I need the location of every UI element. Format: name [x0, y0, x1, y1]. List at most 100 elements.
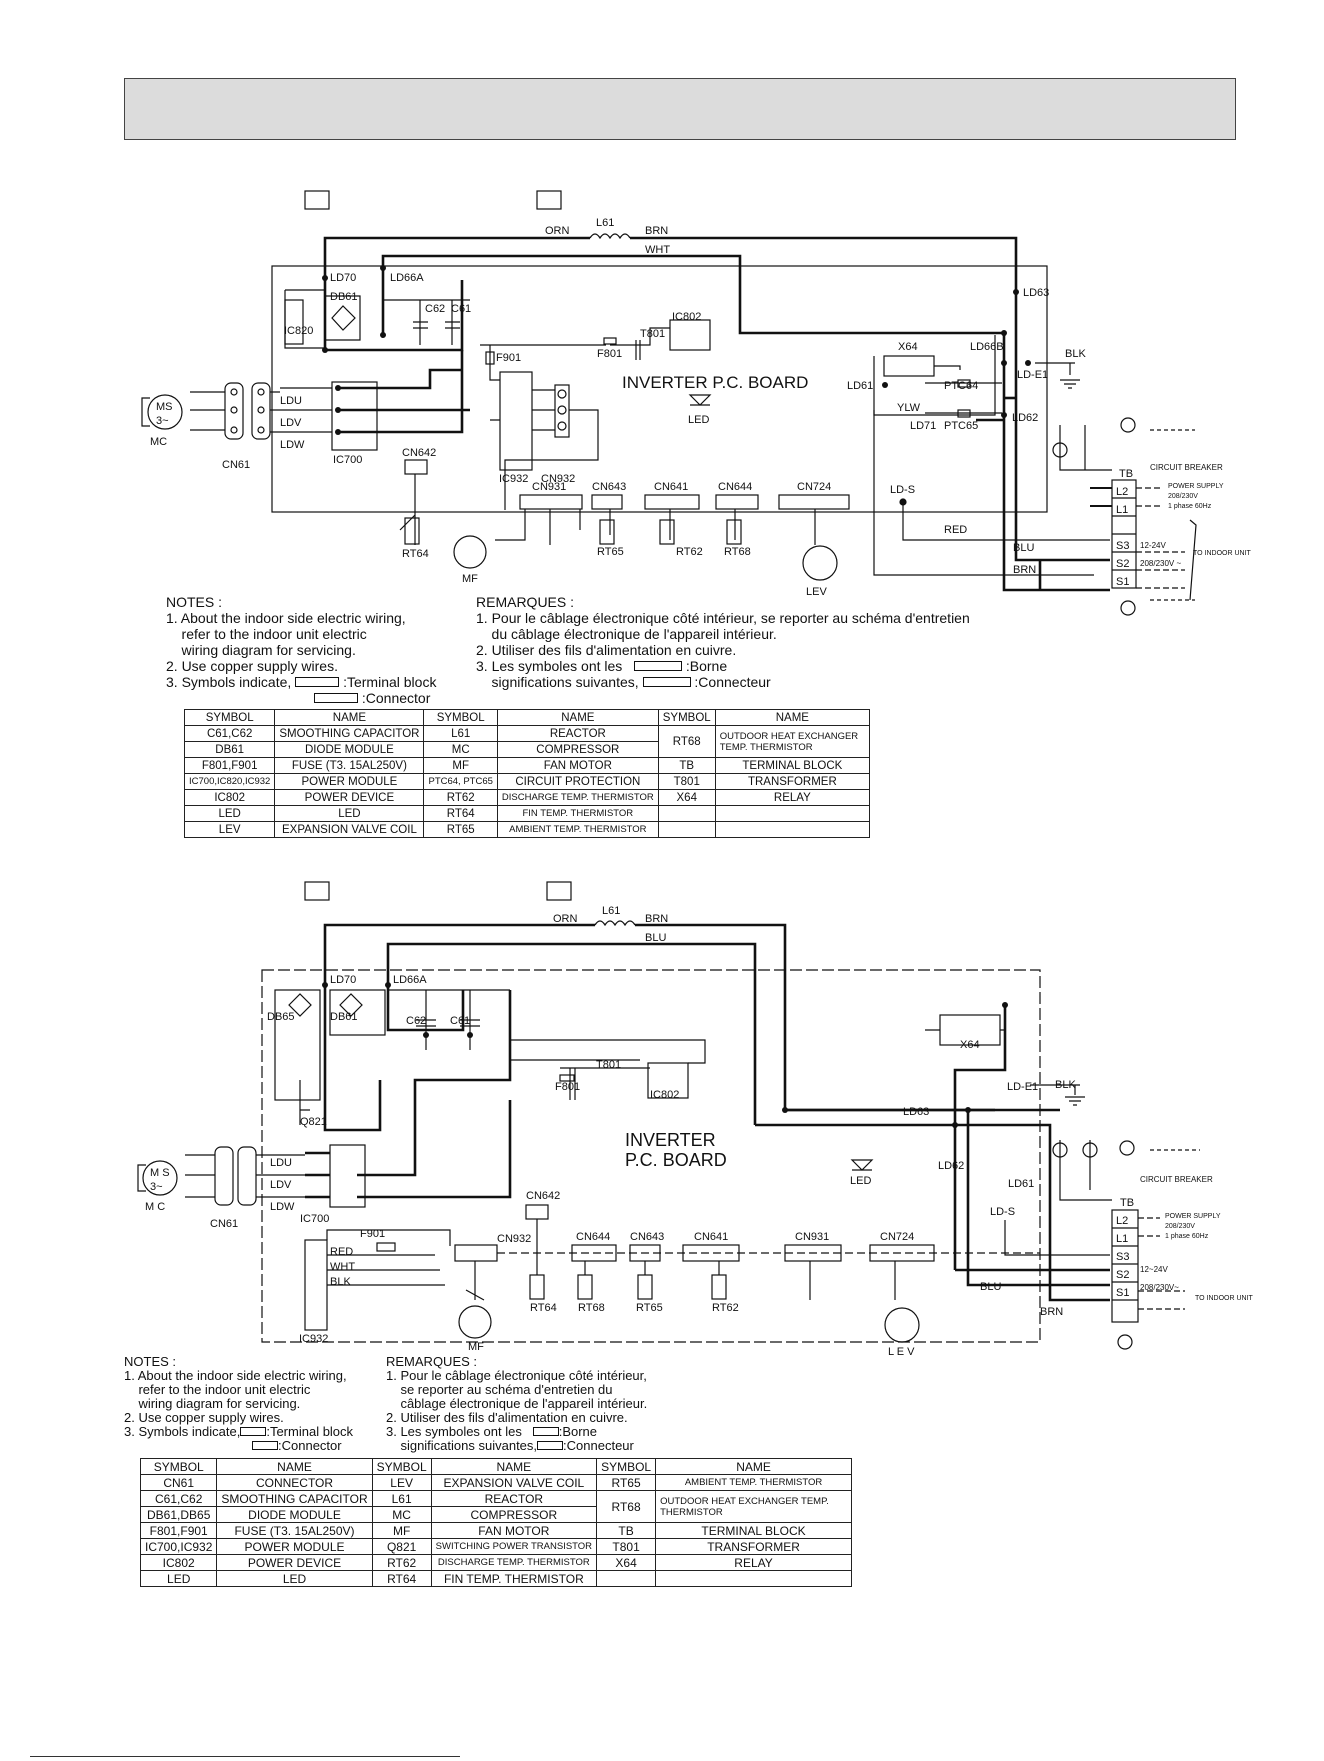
d2-label-power-supply: POWER SUPPLY: [1165, 1213, 1221, 1220]
connector-symbol: [314, 693, 358, 703]
d2-label-ic802: IC802: [650, 1089, 679, 1101]
label-l2: L2: [1116, 486, 1128, 498]
notes-fr-line4b: significations suivantes,: [476, 674, 639, 690]
label-l1: L1: [1116, 504, 1128, 516]
table-cell: X64: [596, 1554, 657, 1571]
label-ld61: LD61: [847, 380, 873, 392]
d2-label-ms: M S: [150, 1167, 170, 1179]
notes2-en-line1: 1. About the indoor side electric wiring…: [124, 1368, 347, 1383]
table-cell: TERMINAL BLOCK: [714, 757, 871, 774]
label-ps-voltage: 208/230V: [1168, 493, 1198, 500]
d2-label-ldu: LDU: [270, 1157, 292, 1169]
table-cell: FAN MOTOR: [496, 757, 659, 774]
table-cell: MF: [423, 757, 498, 774]
label-x64: X64: [898, 341, 918, 353]
table-cell: SWITCHING POWER TRANSISTOR: [430, 1538, 598, 1555]
d2-label-rt65: RT65: [636, 1302, 663, 1314]
d2-label-circuit-breaker: CIRCUIT BREAKER: [1140, 1175, 1213, 1184]
label-blk-1: BLK: [1065, 348, 1086, 360]
table-cell: RELAY: [655, 1554, 852, 1571]
table-cell: T801: [657, 773, 716, 790]
d2-label-brn: BRN: [645, 913, 668, 925]
table-cell: FAN MOTOR: [430, 1522, 598, 1539]
label-f901: F901: [496, 352, 521, 364]
label-lev: LEV: [806, 586, 827, 598]
table-cell: LED: [274, 805, 425, 822]
label-v12-24: 12-24V: [1140, 541, 1166, 550]
d2-label-ldw: LDW: [270, 1201, 295, 1213]
notes-fr-line1: 1. Pour le câblage électronique côté int…: [476, 610, 970, 626]
table-row: CN61 CONNECTOR LEV EXPANSION VALVE COIL …: [139, 1474, 852, 1491]
label-brn: BRN: [645, 225, 668, 237]
table-cell: C61,C62: [183, 725, 276, 742]
table-cell: IC700,IC820,IC932: [183, 773, 276, 790]
label-cn61: CN61: [222, 459, 250, 471]
notes2-en-line5: 3. Symbols indicate,: [124, 1424, 241, 1439]
d2-label-rt62: RT62: [712, 1302, 739, 1314]
symbol-table-2: SYMBOL NAME SYMBOL NAME SYMBOL NAME CN61…: [139, 1458, 852, 1587]
table-row: C61,C62 SMOOTHING CAPACITOR L61 REACTOR …: [139, 1490, 852, 1523]
label-circuit-breaker: CIRCUIT BREAKER: [1150, 463, 1223, 472]
notes-fr-line2: du câblage électronique de l'appareil in…: [476, 626, 777, 642]
table-cell: EXPANSION VALVE COIL: [430, 1474, 598, 1491]
terminal-symbol: [240, 1427, 267, 1436]
notes-en-2: NOTES : 1. About the indoor side electri…: [124, 1355, 353, 1453]
notes-en-line1: 1. About the indoor side electric wiring…: [166, 610, 406, 626]
notes2-fr-line2: se reporter au schéma d'entretien du: [386, 1382, 613, 1397]
table-cell: [657, 821, 716, 838]
d2-label-ldv: LDV: [270, 1179, 292, 1191]
header-bar: [124, 78, 1236, 140]
notes2-fr-line3: câblage électronique de l'appareil intér…: [386, 1396, 648, 1411]
label-l61: L61: [596, 217, 614, 229]
label-to-indoor: TO INDOOR UNIT: [1193, 550, 1252, 557]
table-cell: FUSE (T3. 15AL250V): [274, 757, 425, 774]
notes-fr-1: REMARQUES : 1. Pour le câblage électroni…: [476, 594, 970, 690]
label-ic820: IC820: [284, 325, 313, 337]
label-rt65: RT65: [597, 546, 624, 558]
label-ic932: IC932: [499, 473, 528, 485]
notes2-fr-line6: significations suivantes,: [386, 1438, 538, 1453]
notes2-en-line4: 2. Use copper supply wires.: [124, 1410, 284, 1425]
symbol-table-1: SYMBOL NAME SYMBOL NAME SYMBOL NAME C61,…: [183, 709, 871, 838]
table2-h4: SYMBOL: [596, 1458, 657, 1475]
d2-label-blu-2: BLU: [980, 1281, 1001, 1293]
d2-label-db61: DB61: [330, 1011, 358, 1023]
label-orn: ORN: [545, 225, 570, 237]
label-ld63: LD63: [1023, 287, 1049, 299]
notes-en-title: NOTES :: [166, 594, 223, 610]
table-cell: FIN TEMP. THERMISTOR: [430, 1570, 598, 1587]
label-cn724: CN724: [797, 481, 831, 493]
label-s3: S3: [1116, 540, 1129, 552]
d2-label-cn641: CN641: [694, 1231, 728, 1243]
label-ld71: LD71: [910, 420, 936, 432]
board-title-2-line1: INVERTER: [625, 1130, 716, 1150]
label-ic700: IC700: [333, 454, 362, 466]
d2-label-blk: BLK: [1055, 1079, 1076, 1091]
d2-label-3phase: 3~: [150, 1181, 163, 1193]
board-title-1: INVERTER P.C. BOARD: [622, 373, 808, 392]
table-cell: FUSE (T3. 15AL250V): [216, 1522, 373, 1539]
d2-label-red: RED: [330, 1246, 353, 1258]
table-cell: RT65: [423, 821, 498, 838]
table2-h1: NAME: [216, 1458, 373, 1475]
label-ld66b: LD66B: [970, 341, 1004, 353]
table1-h2: SYMBOL: [423, 709, 498, 726]
d2-label-db65: DB65: [267, 1011, 295, 1023]
table-row: IC802 POWER DEVICE RT62 DISCHARGE TEMP. …: [139, 1554, 852, 1571]
d2-label-rt68: RT68: [578, 1302, 605, 1314]
table-cell: LED: [216, 1570, 373, 1587]
table-cell: POWER MODULE: [216, 1538, 373, 1555]
table-cell: OUTDOOR HEAT EXCHANGER TEMP. THERMISTOR: [655, 1490, 852, 1523]
notes-fr-title: REMARQUES :: [476, 594, 575, 610]
table-cell: C61,C62: [139, 1490, 218, 1507]
table-cell: RELAY: [714, 789, 871, 806]
d2-label-c61: C61: [450, 1015, 470, 1027]
table-cell: REACTOR: [430, 1490, 598, 1507]
table-cell: [714, 821, 871, 838]
table-cell: [596, 1570, 657, 1587]
table2-h0: SYMBOL: [139, 1458, 218, 1475]
notes-fr-line4a: 3. Les symboles ont les: [476, 658, 623, 674]
label-c62: C62: [425, 303, 445, 315]
d2-label-cn643: CN643: [630, 1231, 664, 1243]
table-cell: CONNECTOR: [216, 1474, 373, 1491]
